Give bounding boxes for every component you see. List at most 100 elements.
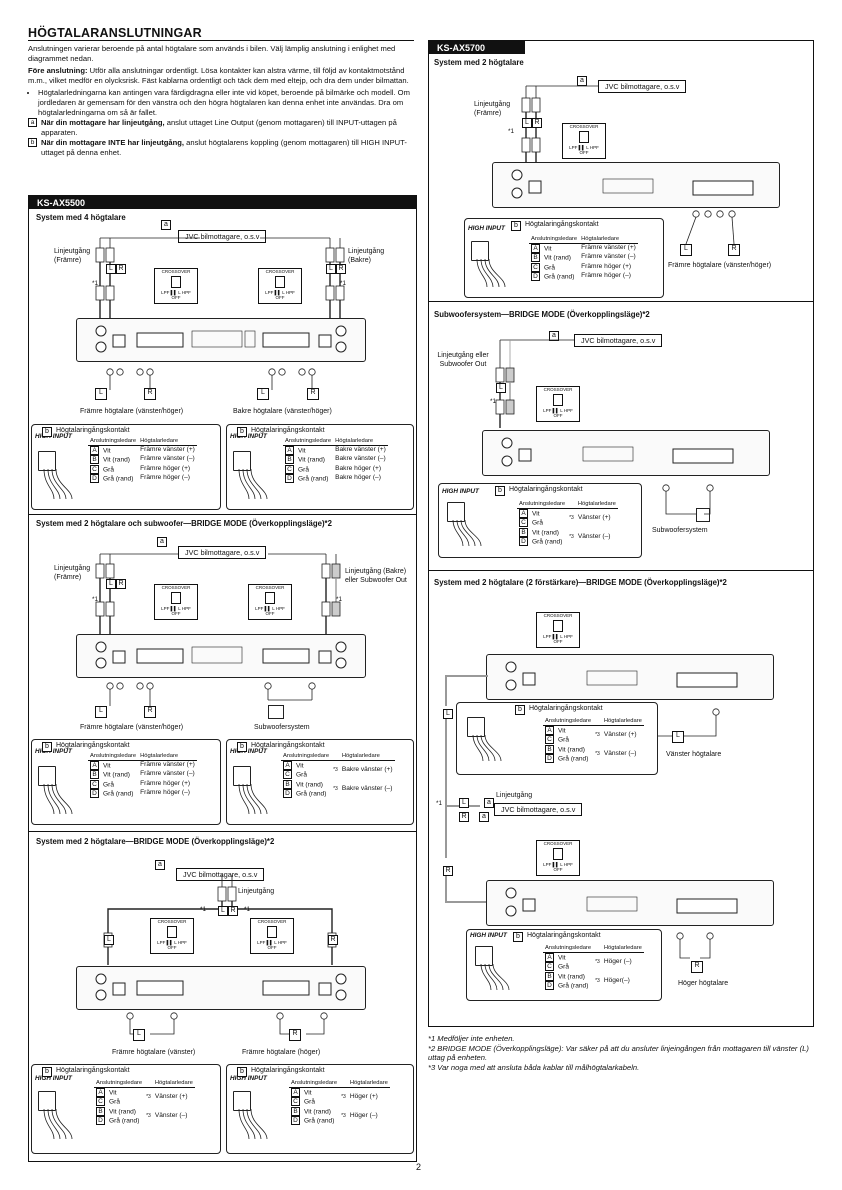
r1-linje: Linjeutgång (Främre)	[474, 101, 511, 117]
col-speaker: Högtalarledare	[575, 500, 618, 509]
footnote-3: *3 Var noga med att ansluta båda kablar …	[428, 1062, 640, 1072]
r1-crossover[interactable]: CROSSOVER LPF ▌▌ L HPF OFF	[562, 123, 606, 159]
s2b-l-tag: L	[218, 906, 228, 916]
s2sub-crossover-front[interactable]: CROSSOVER LPF ▌▌ L HPF OFF	[154, 584, 198, 620]
crossover-switch[interactable]	[553, 848, 563, 860]
r1-high-input: HIGH INPUT b Högtalaringångskontakt Ansl…	[464, 218, 664, 298]
r2-crossover[interactable]: CROSSOVER LPF ▌▌ L HPF OFF	[536, 386, 580, 422]
col-connect: Anslutningsledare	[529, 235, 580, 244]
crossover-switch[interactable]	[267, 926, 277, 938]
wire-color: Vit (rand)	[296, 780, 323, 788]
crossover-off: OFF	[553, 639, 563, 644]
wire-color: Vit (rand)	[532, 528, 559, 536]
s2sub-star1: *1	[92, 596, 99, 603]
crossover-off: OFF	[579, 150, 589, 155]
crossover-switch[interactable]	[553, 620, 563, 632]
crossover-switch[interactable]	[579, 131, 589, 143]
speaker-lead: Höger (–)	[349, 1111, 378, 1119]
crossover-off: OFF	[171, 295, 181, 300]
high-input-label: HIGH INPUT	[230, 748, 267, 755]
footnote-ref: *3	[595, 959, 600, 966]
footnote-ref: *3	[595, 732, 600, 739]
s4-crossover-rear[interactable]: CROSSOVER LPF ▌▌ L HPF OFF	[258, 268, 302, 304]
s4-front-r-speaker-icon: R	[144, 388, 156, 400]
r3-a-tag-top: a	[484, 798, 494, 808]
wire-letter: A	[285, 446, 294, 455]
s2b-high-input-left: HIGH INPUT b Högtalaringångskontakt Ansl…	[31, 1064, 221, 1154]
wire-letter: B	[283, 779, 292, 789]
r3-high-input-bottom: HIGH INPUT b Högtalaringångskontakt Ansl…	[466, 929, 662, 1001]
wire-color: Vit (rand)	[544, 254, 571, 262]
wire-letter: B	[96, 1106, 105, 1116]
s4-high-input-right: HIGH INPUT b Högtalaringångskontakt Ansl…	[226, 424, 414, 510]
ks-ax5500-title: KS-AX5500	[29, 196, 416, 209]
s4-star1-rear: *1	[340, 280, 347, 287]
wire-color: Grå	[109, 1098, 120, 1106]
s4-jvc-receiver: JVC bilmottagare, o.s.v	[178, 230, 267, 243]
hi-title: Högtalaringångskontakt	[251, 1067, 325, 1074]
s2b-l-plug-tag: L	[104, 935, 114, 945]
crossover-label: CROSSOVER	[543, 387, 573, 392]
r2-a-tag: a	[549, 331, 559, 341]
wire-color: Grå	[544, 263, 555, 271]
s2sub-front-l-speaker-icon: L	[95, 706, 107, 718]
s2sub-subwoofer-label: Subwoofersystem	[254, 724, 310, 731]
s2b-crossover-right[interactable]: CROSSOVER LPF ▌▌ L HPF OFF	[250, 918, 294, 954]
crossover-switch[interactable]	[265, 592, 275, 604]
crossover-switch[interactable]	[171, 276, 181, 288]
crossover-off: OFF	[275, 295, 285, 300]
s4-r-tag-rear: R	[336, 264, 346, 274]
crossover-switch[interactable]	[167, 926, 177, 938]
wire-letter: A	[90, 446, 99, 455]
connector-wires	[238, 783, 268, 815]
s2b-speaker-wires	[126, 1012, 328, 1035]
s2b-rca-cables	[103, 875, 337, 965]
s4-crossover-front[interactable]: CROSSOVER LPF ▌▌ L HPF OFF	[154, 268, 198, 304]
connector-icon	[233, 1091, 251, 1111]
s4-rear-speakers-label: Bakre högtalare (vänster/höger)	[233, 408, 332, 415]
wire-color: Grå	[558, 736, 569, 744]
r3-crossover-bottom[interactable]: CROSSOVER LPF ▌▌ L HPF OFF	[536, 840, 580, 876]
hi-title: Högtalaringångskontakt	[56, 742, 130, 749]
wire-color: Grå (rand)	[558, 755, 589, 762]
wire-color: Vit	[304, 1089, 312, 1097]
wire-color: Vit (rand)	[298, 456, 325, 464]
r3-crossover-top[interactable]: CROSSOVER LPF ▌▌ L HPF OFF	[536, 612, 580, 648]
amp-panel-detail	[505, 887, 738, 917]
wire-letter: B	[90, 770, 99, 780]
crossover-switch[interactable]	[275, 276, 285, 288]
r3-r-tag: R	[459, 812, 469, 822]
s2b-a-tag: a	[155, 860, 165, 870]
wire-letter: C	[283, 770, 292, 780]
crossover-switch[interactable]	[171, 592, 181, 604]
hi-title: Högtalaringångskontakt	[525, 221, 599, 228]
speaker-lead: Främre vänster (+)	[581, 244, 636, 251]
amp-panel-detail	[511, 169, 754, 199]
wire-color: Grå (rand)	[298, 475, 329, 482]
speaker-lead: Bakre vänster (–)	[341, 784, 393, 792]
connector-icon	[471, 241, 489, 261]
wire-color: Vit	[558, 954, 566, 962]
before-connection-label: Före anslutning:	[28, 66, 88, 75]
s2sub-crossover-rear[interactable]: CROSSOVER LPF ▌▌ L HPF OFF	[248, 584, 292, 620]
high-input-label: HIGH INPUT	[230, 1075, 267, 1082]
s2b-crossover-left[interactable]: CROSSOVER LPF ▌▌ L HPF OFF	[150, 918, 194, 954]
footnote-2: *2 BRIDGE MODE (Överkopplingsläge): Var …	[428, 1043, 809, 1063]
b-tag: b	[237, 742, 247, 752]
crossover-switch[interactable]	[553, 394, 563, 406]
footnotes: *1 Medföljer inte enheten. *2 BRIDGE MOD…	[428, 1034, 814, 1072]
footnote-ref: *3	[333, 767, 338, 774]
b-tag: b	[515, 705, 525, 715]
s2sub-jvc-receiver: JVC bilmottagare, o.s.v	[178, 546, 267, 559]
r3-left-speaker-label: Vänster högtalare	[666, 751, 722, 758]
s2sub-high-input-right: HIGH INPUT b Högtalaringångskontakt Ansl…	[226, 739, 414, 825]
crossover-off: OFF	[167, 945, 177, 950]
wire-letter: B	[285, 455, 294, 465]
crossover-sw: LPF ▌▌ L HPF	[543, 408, 573, 413]
page-title: HÖGTALARANSLUTNINGAR	[28, 26, 202, 40]
